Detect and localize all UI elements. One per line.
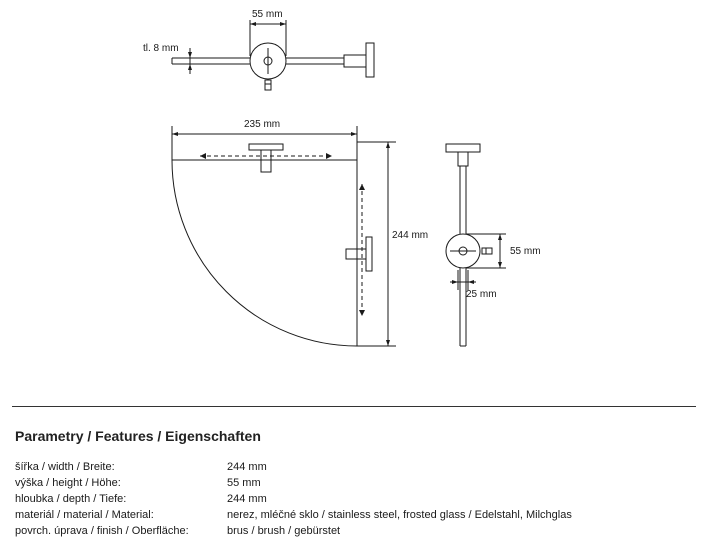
side-view-screw-shaft [481, 247, 493, 255]
spec-row-finish: povrch. úprava / finish / Oberfläche: br… [15, 523, 695, 539]
side-view-rosette-arrow-top [498, 234, 502, 240]
spec-value: brus / brush / gebürstet [227, 525, 341, 537]
side-view-projection-arrow-left [452, 280, 458, 284]
spec-row-material: materiál / material / Material: nerez, m… [15, 507, 695, 523]
front-view-height-label: 244 mm [392, 230, 428, 241]
side-view-rosette-label: 55 mm [510, 246, 541, 257]
front-view-width-arrow-right [351, 132, 357, 136]
front-view-height-arrow-top [386, 142, 390, 148]
top-view-dim-arrow-left [250, 22, 256, 26]
top-view-thickness-arrow-bottom [188, 64, 192, 70]
spec-row-height: výška / height / Höhe: 55 mm [15, 475, 695, 491]
top-view-thickness-label: tl. 8 mm [143, 43, 179, 54]
spec-label: materiál / material / Material: [15, 509, 154, 521]
top-view-screw-shaft [264, 79, 272, 91]
front-view-slide-arrow-left [200, 153, 206, 159]
side-view-projection-arrow-right [468, 280, 474, 284]
spec-label: výška / height / Höhe: [15, 477, 121, 489]
spec-value: 55 mm [227, 477, 261, 489]
spec-value: 244 mm [227, 461, 267, 473]
spec-label: povrch. úprava / finish / Oberfläche: [15, 525, 189, 537]
top-view-bracket-arm [343, 54, 367, 68]
front-view-side-plate [365, 236, 373, 272]
front-view-top-arm [260, 149, 272, 173]
front-view-width-label: 235 mm [244, 119, 280, 130]
top-view-wall-plate [365, 42, 375, 78]
front-view-height-arrow-bottom [386, 340, 390, 346]
front-view-slide-arrow-down [359, 310, 365, 316]
front-view: 235 mm 244 mm [171, 119, 428, 347]
front-view-slide-arrow-right [326, 153, 332, 159]
spec-value: 244 mm [227, 493, 267, 505]
spec-label: šířka / width / Breite: [15, 461, 115, 473]
spec-row-width: šířka / width / Breite: 244 mm [15, 459, 695, 475]
specs-heading: Parametry / Features / Eigenschaften [15, 428, 261, 444]
section-divider [12, 406, 696, 407]
technical-drawing: 55 mm tl. 8 mm 235 mm [143, 9, 541, 347]
spec-label: hloubka / depth / Tiefe: [15, 493, 127, 505]
side-view-top-plate [445, 143, 481, 153]
spec-row-depth: hloubka / depth / Tiefe: 244 mm [15, 491, 695, 507]
side-view: 55 mm 25 mm [445, 143, 541, 347]
side-view-projection-label: 25 mm [466, 289, 497, 300]
front-view-width-arrow-left [172, 132, 178, 136]
top-view-dim-arrow-right [280, 22, 286, 26]
spec-value: nerez, mléčné sklo / stainless steel, fr… [227, 509, 572, 521]
side-view-top-arm [457, 151, 469, 167]
top-view-thickness-arrow-top [188, 52, 192, 58]
top-view: 55 mm tl. 8 mm [143, 9, 375, 91]
front-view-side-arm [345, 248, 367, 260]
front-view-slide-arrow-up [359, 184, 365, 190]
side-view-rosette-arrow-bottom [498, 262, 502, 268]
front-view-glass-shelf [171, 159, 358, 347]
front-view-top-plate [248, 143, 284, 151]
top-view-width-label: 55 mm [252, 9, 283, 20]
